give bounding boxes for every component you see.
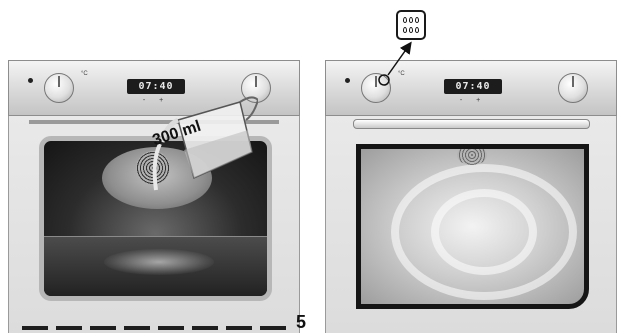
steam-filled-cavity xyxy=(356,144,589,309)
right-oven: °C 07:40 - + xyxy=(325,60,617,333)
power-indicator xyxy=(345,78,350,83)
temp-unit-label: °C xyxy=(398,71,405,77)
power-indicator xyxy=(28,78,33,83)
temperature-knob[interactable] xyxy=(558,73,588,103)
function-knob[interactable] xyxy=(44,73,74,103)
temp-unit-label: °C xyxy=(81,71,88,77)
minus-plus-label: - + xyxy=(444,97,502,104)
clock-display: 07:40 xyxy=(444,79,502,94)
function-knob[interactable] xyxy=(361,73,391,103)
control-panel: °C 07:40 - + xyxy=(325,60,617,116)
water-drops-icon xyxy=(396,10,426,40)
door-handle[interactable] xyxy=(353,119,590,129)
oven-door-frame xyxy=(325,116,617,333)
bottom-vent xyxy=(22,326,292,330)
water-splash xyxy=(104,249,214,275)
step-number: 5 xyxy=(296,312,306,333)
measuring-jug: 300 ml xyxy=(148,90,258,200)
fan-grille-icon xyxy=(457,145,487,165)
steam-swirl xyxy=(431,189,537,275)
